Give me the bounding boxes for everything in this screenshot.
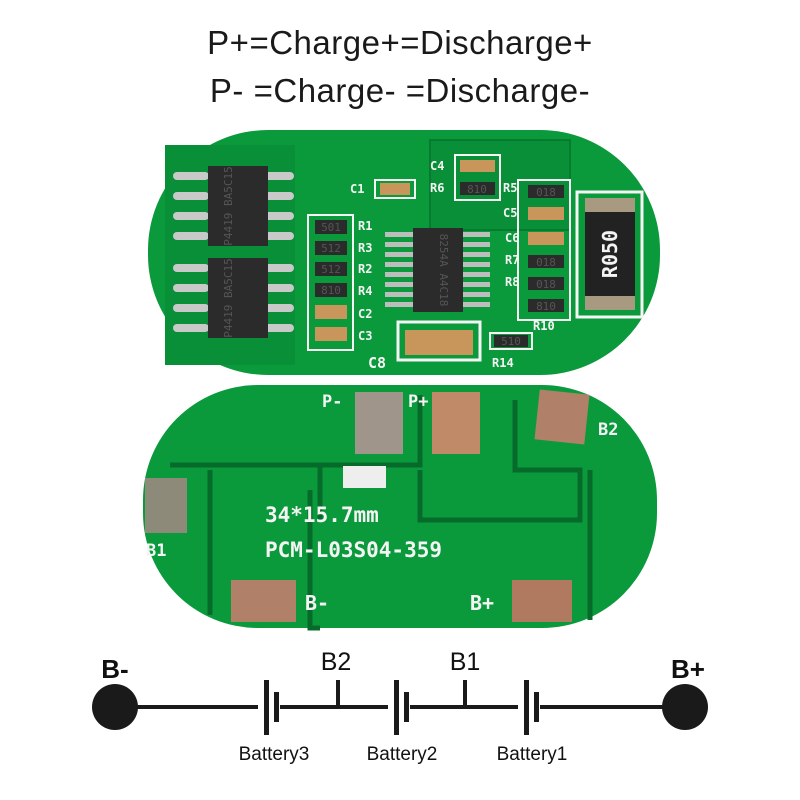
svg-text:C1: C1	[350, 182, 364, 196]
battery-cell-2	[388, 680, 410, 735]
pcb-top-side: P4419 BA5C15 P4419 BA5C15 501 512 512 81…	[148, 130, 660, 375]
svg-text:810: 810	[321, 284, 341, 297]
pad-labels: P- P+ B2 B1 B- B+	[146, 392, 618, 615]
board-model-text: PCM-L03S04-359	[265, 538, 442, 562]
svg-text:R14: R14	[492, 356, 514, 370]
svg-text:B1: B1	[450, 648, 481, 676]
svg-text:R3: R3	[358, 241, 372, 255]
svg-text:C8: C8	[368, 354, 386, 372]
svg-text:018: 018	[536, 186, 556, 199]
svg-text:B-: B-	[305, 591, 329, 615]
terminal-b-minus	[92, 684, 138, 730]
svg-text:R8: R8	[505, 275, 519, 289]
svg-text:810: 810	[467, 183, 487, 196]
component-designators: C1 C4 R6 R5 C5 C6 R7 R8 R10 R1 R3 R2 R4 …	[350, 159, 555, 372]
svg-text:B+: B+	[671, 654, 705, 684]
svg-text:Battery2: Battery2	[367, 744, 438, 765]
svg-text:P4419 BA5C15: P4419 BA5C15	[222, 258, 235, 337]
svg-text:R7: R7	[505, 253, 519, 267]
svg-text:R6: R6	[430, 181, 444, 195]
svg-text:Battery3: Battery3	[239, 744, 310, 765]
svg-text:501: 501	[321, 221, 341, 234]
svg-text:R4: R4	[358, 284, 372, 298]
svg-text:B-: B-	[101, 654, 128, 684]
svg-text:510: 510	[501, 335, 521, 348]
svg-text:C4: C4	[430, 159, 444, 173]
battery-cell-1	[518, 680, 540, 735]
svg-text:R5: R5	[503, 181, 517, 195]
mosfet-chip-1: P4419 BA5C15	[173, 166, 294, 246]
battery-wiring-diagram: B- B+ B2 B1 Battery3 Battery2 Battery1	[92, 648, 708, 765]
svg-text:018: 018	[536, 278, 556, 291]
svg-text:R1: R1	[358, 219, 372, 233]
svg-text:018: 018	[536, 256, 556, 269]
pcb-bottom-side: P- P+ B2 B1 B- B+ 34*15.7mm PCM-L03S04-3…	[143, 385, 657, 631]
battery-cell-3	[258, 680, 280, 735]
svg-text:C2: C2	[358, 307, 372, 321]
svg-text:B+: B+	[470, 591, 494, 615]
terminal-b-plus	[662, 684, 708, 730]
title-line-1: P+=Charge+=Discharge+	[207, 24, 593, 61]
svg-text:P+: P+	[408, 392, 428, 412]
mosfet-chip-2: P4419 BA5C15	[173, 258, 294, 338]
svg-text:512: 512	[321, 242, 341, 255]
resistor-column-left: 501 512 512 810	[315, 220, 347, 341]
svg-text:R2: R2	[358, 262, 372, 276]
svg-text:C5: C5	[503, 206, 517, 220]
svg-text:P-: P-	[322, 392, 342, 412]
svg-text:C6: C6	[505, 231, 519, 245]
svg-text:810: 810	[536, 300, 556, 313]
title-line-2: P- =Charge- =Discharge-	[209, 72, 591, 109]
protection-ic: 8254A A4C18	[385, 228, 490, 312]
svg-text:P4419 BA5C15: P4419 BA5C15	[222, 166, 235, 245]
svg-text:R10: R10	[533, 319, 555, 333]
svg-text:C3: C3	[358, 329, 372, 343]
svg-text:B2: B2	[321, 648, 352, 676]
board-size-text: 34*15.7mm	[265, 503, 379, 527]
svg-text:B2: B2	[598, 420, 618, 440]
svg-text:B1: B1	[146, 541, 166, 561]
svg-text:Battery1: Battery1	[497, 744, 568, 765]
svg-text:512: 512	[321, 263, 341, 276]
svg-text:R050: R050	[598, 230, 622, 278]
svg-text:8254A A4C18: 8254A A4C18	[437, 234, 450, 307]
solder-pads	[145, 389, 590, 622]
shunt-resistor: R050	[575, 190, 644, 319]
